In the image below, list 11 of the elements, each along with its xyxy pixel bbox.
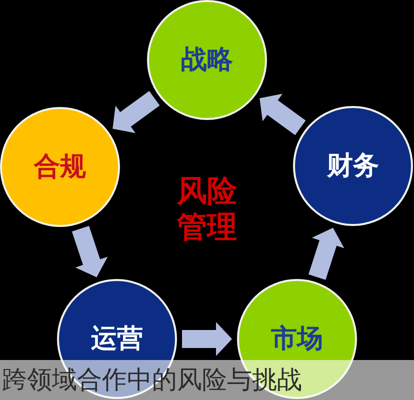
block-arrow	[72, 226, 108, 278]
block-arrow	[112, 91, 160, 134]
block-arrow	[182, 322, 232, 356]
node-label: 战略	[181, 46, 233, 74]
center-label: 风险管理	[177, 174, 237, 246]
block-arrow	[308, 228, 344, 280]
node-label: 合规	[34, 152, 86, 182]
node-label: 财务	[327, 152, 379, 180]
node-label: 市场	[271, 324, 323, 354]
node-label: 运营	[91, 324, 143, 354]
block-arrow	[260, 94, 306, 136]
